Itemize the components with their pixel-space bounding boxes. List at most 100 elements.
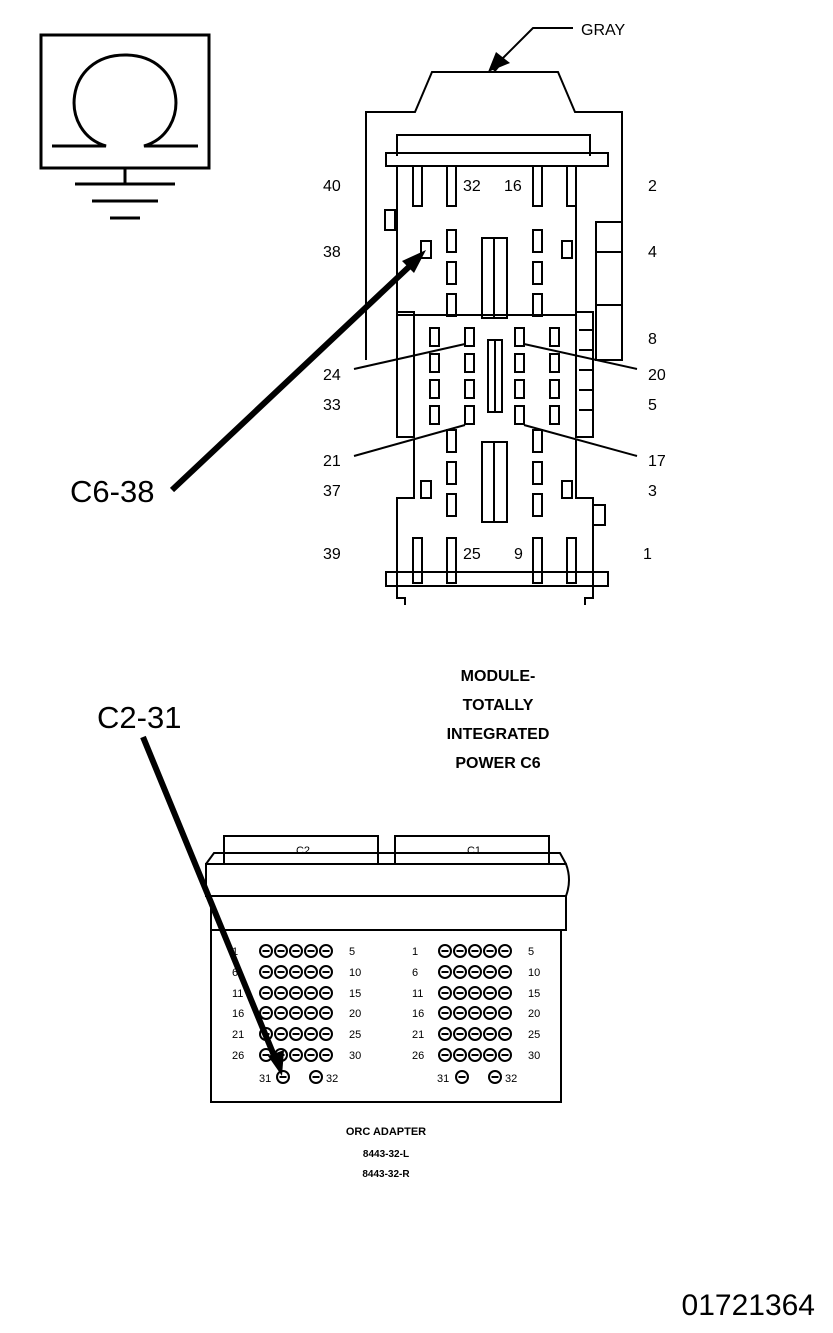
figure-id: 01721364 [682, 1289, 815, 1322]
left-adapter-pin [319, 944, 333, 958]
c2-31-callout: C2-31 [97, 700, 181, 735]
right-adapter-pin [498, 1006, 512, 1020]
left-adapter-pin [289, 944, 303, 958]
c6-connector [353, 71, 638, 605]
left-adapter-pin [304, 1048, 318, 1062]
pin-label-25: 25 [463, 546, 481, 563]
module-title-line-1: MODULE- [461, 668, 536, 685]
adapter-caption-line-1: ORC ADAPTER [346, 1126, 426, 1138]
left-adapter-pin [289, 965, 303, 979]
right-row-end-label: 15 [528, 988, 540, 1000]
right-adapter-pin [483, 1027, 497, 1041]
pin-label-8: 8 [648, 331, 657, 348]
left-row-end-label: 10 [349, 967, 361, 979]
right-adapter-pin-32 [488, 1070, 502, 1084]
right-adapter-pin [453, 986, 467, 1000]
right-adapter-pin [453, 1048, 467, 1062]
left-row-start-label: 26 [232, 1050, 244, 1062]
left-adapter-pin [289, 1048, 303, 1062]
left-adapter-pin [319, 986, 333, 1000]
right-adapter-pin [483, 1048, 497, 1062]
right-adapter-pin [453, 965, 467, 979]
left-row-end-label: 5 [349, 946, 355, 958]
pin-label-21: 21 [323, 453, 341, 470]
gray-label: GRAY [581, 22, 625, 39]
left-row-end-label: 15 [349, 988, 361, 1000]
left-row-start-label: 16 [232, 1008, 244, 1020]
right-adapter-pin [483, 1006, 497, 1020]
right-adapter-pin [438, 986, 452, 1000]
pin-label-40: 40 [323, 178, 341, 195]
right-row-start-label: 21 [412, 1029, 424, 1041]
pin-label-16: 16 [504, 178, 522, 195]
left-pin-31-label: 31 [259, 1073, 271, 1085]
left-adapter-pin [274, 944, 288, 958]
right-adapter-pin-31 [455, 1070, 469, 1084]
left-adapter-pin [319, 1048, 333, 1062]
pin-label-24: 24 [323, 367, 341, 384]
left-adapter-pin-31 [276, 1070, 290, 1084]
pin-label-3: 3 [648, 483, 657, 500]
left-adapter-pin [259, 1006, 273, 1020]
right-row-end-label: 25 [528, 1029, 540, 1041]
orc-adapter [205, 835, 570, 1103]
module-title-line-4: POWER C6 [455, 755, 540, 772]
left-row-start-label: 11 [232, 988, 243, 1000]
pin-label-5: 5 [648, 397, 657, 414]
left-row-start-label: 21 [232, 1029, 244, 1041]
pin-label-20: 20 [648, 367, 666, 384]
left-row-end-label: 30 [349, 1050, 361, 1062]
right-adapter-pin [483, 986, 497, 1000]
left-adapter-pin [259, 965, 273, 979]
left-adapter-pin [274, 986, 288, 1000]
right-adapter-pin [453, 944, 467, 958]
left-adapter-pin [319, 1027, 333, 1041]
pin-label-32: 32 [463, 178, 481, 195]
pin-label-33: 33 [323, 397, 341, 414]
right-row-start-label: 6 [412, 967, 418, 979]
left-adapter-pin [289, 1027, 303, 1041]
pin-label-39: 39 [323, 546, 341, 563]
right-row-start-label: 1 [412, 946, 418, 958]
left-pin-32-label: 32 [326, 1073, 338, 1085]
left-adapter-pin [319, 1006, 333, 1020]
right-adapter-pin [498, 986, 512, 1000]
right-row-end-label: 20 [528, 1008, 540, 1020]
left-adapter-pin [304, 1006, 318, 1020]
c2-31-arrow [140, 735, 284, 1076]
right-adapter-pin [468, 944, 482, 958]
c6-38-callout: C6-38 [70, 474, 154, 509]
pin-label-17: 17 [648, 453, 666, 470]
right-adapter-pin [438, 965, 452, 979]
left-adapter-pin [304, 944, 318, 958]
left-adapter-pin [259, 944, 273, 958]
right-row-start-label: 26 [412, 1050, 424, 1062]
c6-38-arrow [169, 250, 426, 493]
right-adapter-pin [498, 1048, 512, 1062]
left-adapter-pin [289, 1006, 303, 1020]
left-adapter-pin [304, 986, 318, 1000]
adapter-caption-line-3: 8443-32-R [362, 1169, 410, 1180]
left-adapter-pin [274, 965, 288, 979]
right-row-end-label: 5 [528, 946, 534, 958]
gray-leader [488, 27, 573, 72]
pin-label-1: 1 [643, 546, 652, 563]
left-adapter-pin [319, 965, 333, 979]
tab-c1-label: C1 [467, 845, 481, 857]
right-row-end-label: 10 [528, 967, 540, 979]
pin-label-38: 38 [323, 244, 341, 261]
right-adapter-pin [438, 1027, 452, 1041]
module-title-line-2: TOTALLY [463, 697, 534, 714]
pin-label-2: 2 [648, 178, 657, 195]
left-row-end-label: 25 [349, 1029, 361, 1041]
left-adapter-pin [289, 986, 303, 1000]
ohmmeter-ground-icon [39, 33, 211, 220]
right-adapter-pin [453, 1027, 467, 1041]
right-row-start-label: 11 [412, 988, 423, 1000]
right-adapter-pin [468, 986, 482, 1000]
left-row-end-label: 20 [349, 1008, 361, 1020]
tab-c2-label: C2 [296, 845, 310, 857]
right-adapter-pin [498, 944, 512, 958]
right-adapter-pin [438, 1048, 452, 1062]
right-adapter-pin [468, 965, 482, 979]
